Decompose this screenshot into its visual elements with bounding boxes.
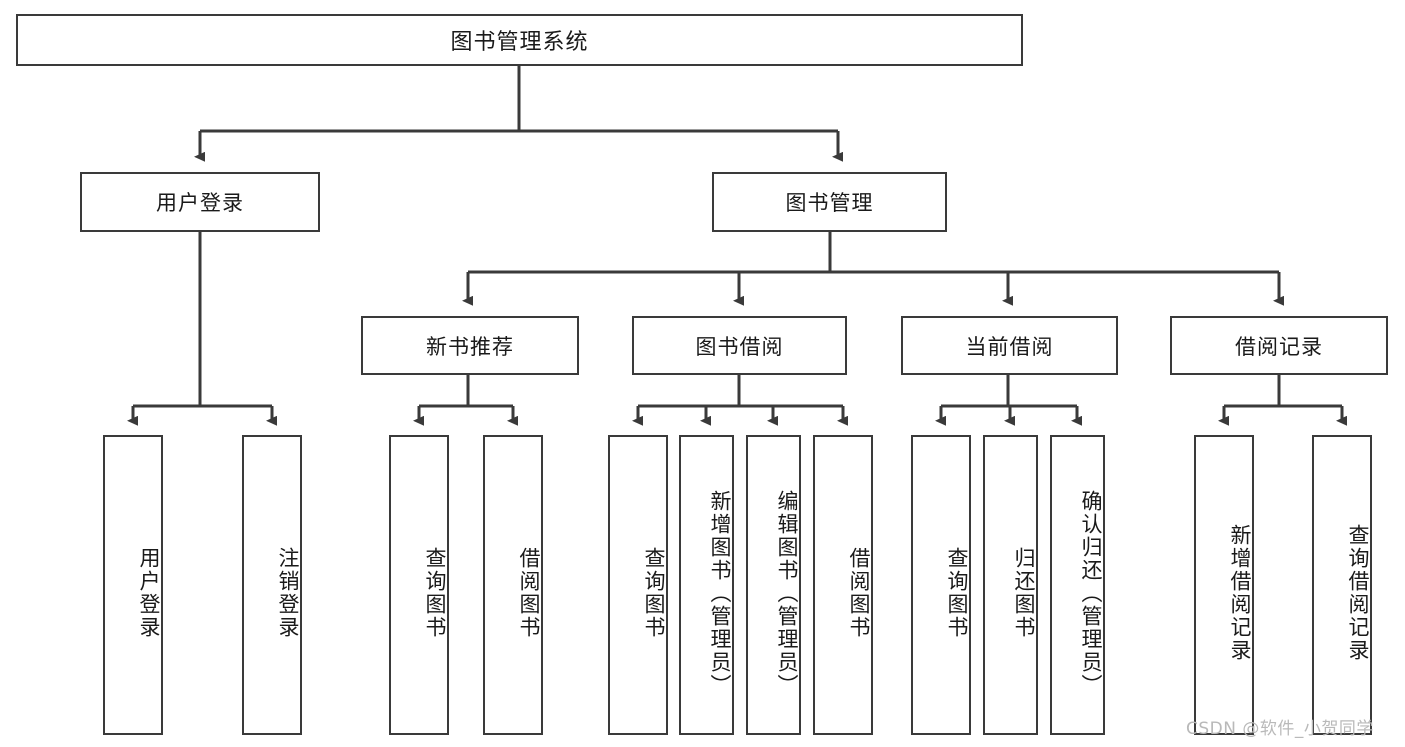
node-leaf-label: 编辑图书（管理员）: [775, 489, 799, 697]
node-leaf-query-book-borrow[interactable]: 查询图书: [608, 435, 668, 735]
node-borrow-records[interactable]: 借阅记录: [1170, 316, 1388, 375]
node-user-login[interactable]: 用户登录: [80, 172, 320, 232]
node-user-login-label: 用户登录: [156, 191, 244, 215]
node-leaf-label: 新增借阅记录: [1228, 524, 1252, 662]
node-book-management[interactable]: 图书管理: [712, 172, 947, 232]
node-leaf-label: 用户登录: [137, 547, 161, 639]
node-leaf-query-book-current[interactable]: 查询图书: [911, 435, 971, 735]
node-leaf-label: 新增图书（管理员）: [708, 489, 732, 697]
node-leaf-label: 查询图书: [642, 547, 666, 639]
node-current-borrow[interactable]: 当前借阅: [901, 316, 1118, 375]
node-leaf-logout[interactable]: 注销登录: [242, 435, 302, 735]
node-leaf-label: 查询图书: [945, 547, 969, 639]
node-book-borrow[interactable]: 图书借阅: [632, 316, 847, 375]
node-leaf-label: 注销登录: [276, 547, 300, 639]
node-book-management-label: 图书管理: [785, 191, 874, 215]
node-current-borrow-label: 当前借阅: [965, 334, 1054, 359]
node-leaf-add-book-admin[interactable]: 新增图书（管理员）: [679, 435, 734, 735]
node-leaf-borrow-book[interactable]: 借阅图书: [813, 435, 873, 735]
node-leaf-query-borrow-record[interactable]: 查询借阅记录: [1312, 435, 1372, 735]
node-new-book-recommend-label: 新书推荐: [426, 334, 514, 359]
node-root-system[interactable]: 图书管理系统: [16, 14, 1023, 66]
node-leaf-confirm-return-admin[interactable]: 确认归还（管理员）: [1050, 435, 1105, 735]
node-borrow-records-label: 借阅记录: [1235, 334, 1323, 359]
node-leaf-label: 确认归还（管理员）: [1079, 489, 1103, 697]
node-leaf-return-book[interactable]: 归还图书: [983, 435, 1038, 735]
node-leaf-label: 查询借阅记录: [1346, 524, 1370, 662]
node-leaf-borrow-book-newbooks[interactable]: 借阅图书: [483, 435, 543, 735]
node-leaf-query-book-newbooks[interactable]: 查询图书: [389, 435, 449, 735]
csdn-watermark: CSDN @软件_小贺同学: [1186, 719, 1374, 739]
node-leaf-edit-book-admin[interactable]: 编辑图书（管理员）: [746, 435, 801, 735]
node-leaf-add-borrow-record[interactable]: 新增借阅记录: [1194, 435, 1254, 735]
node-leaf-label: 借阅图书: [847, 547, 871, 639]
node-book-borrow-label: 图书借阅: [695, 334, 784, 359]
node-new-book-recommend[interactable]: 新书推荐: [361, 316, 579, 375]
node-leaf-label: 归还图书: [1012, 547, 1036, 639]
node-root-label: 图书管理系统: [450, 30, 589, 55]
node-leaf-label: 借阅图书: [517, 547, 541, 639]
node-leaf-user-login[interactable]: 用户登录: [103, 435, 163, 735]
node-leaf-label: 查询图书: [423, 547, 447, 639]
